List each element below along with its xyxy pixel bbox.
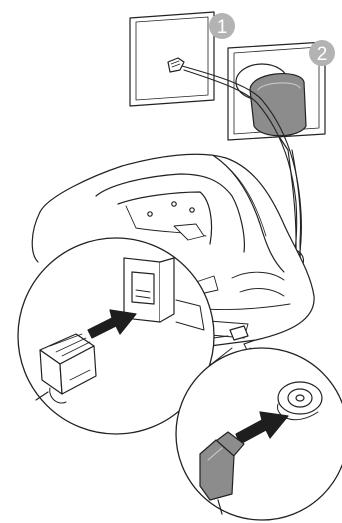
rj11-plug-icon [35,333,97,404]
telephone-jack-icon [123,257,205,331]
step-1-number: 1 [217,17,228,38]
wall-phone-socket-icon [129,11,215,107]
step-1-badge: 1 [209,13,235,39]
dc-plug-icon [199,431,245,515]
insert-arrow-icon [235,411,289,445]
dc-jack-icon [277,381,323,421]
power-adapter-icon [235,63,307,151]
dc-jack-detail-inset [175,343,342,521]
insert-arrow-icon [87,309,137,339]
step-2-badge: 2 [309,40,335,66]
step-2-number: 2 [317,44,328,65]
phone-jack-detail-inset [17,237,233,435]
